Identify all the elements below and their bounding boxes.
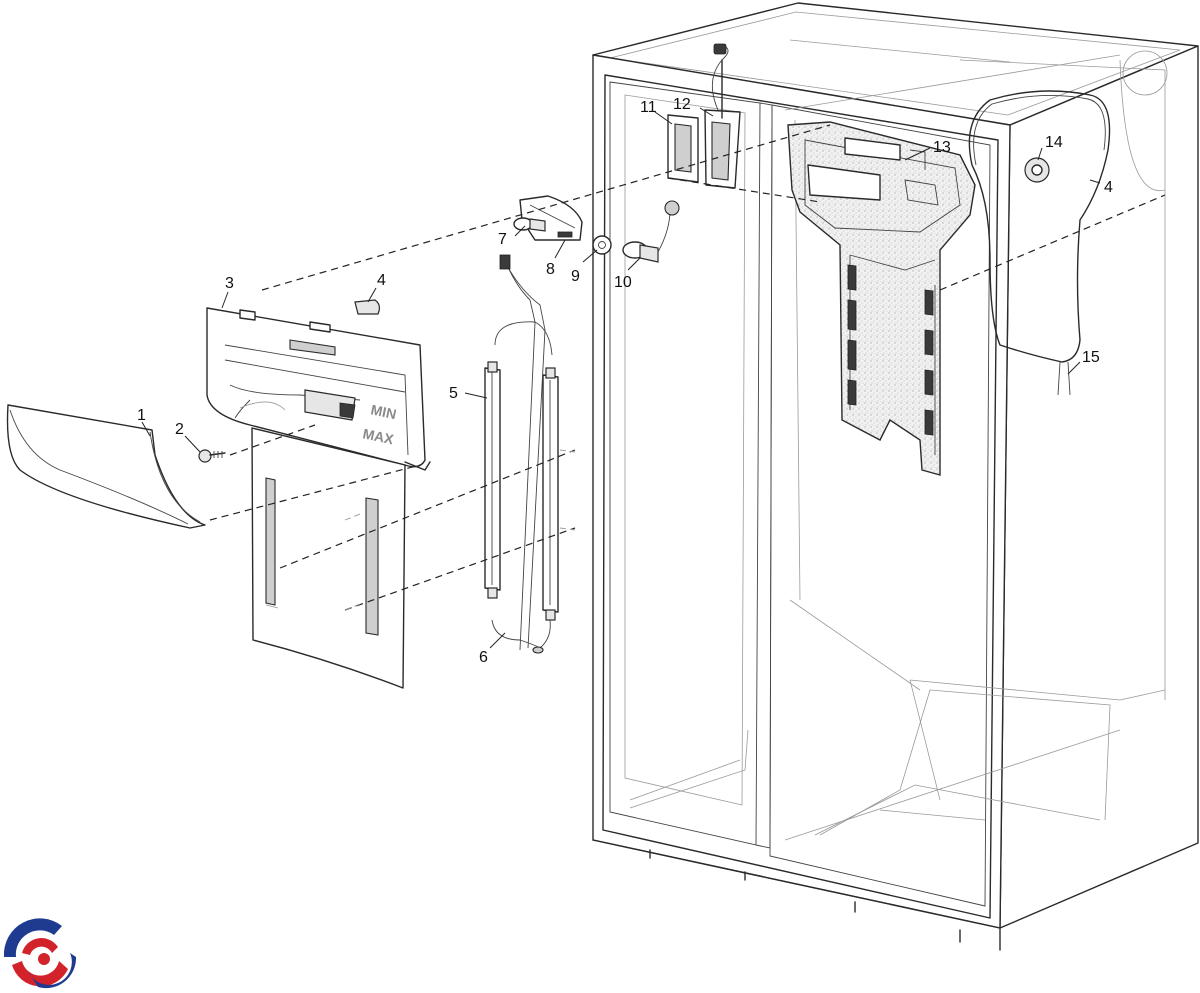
dispenser-back-panel xyxy=(251,427,406,689)
callout-9: 9 xyxy=(571,268,580,285)
callout-3: 3 xyxy=(225,275,234,292)
assembly-guide-lines xyxy=(209,124,1166,611)
callout-1: 1 xyxy=(137,407,146,424)
callout-11: 11 xyxy=(640,99,657,116)
part-1-drip-tray xyxy=(6,404,206,529)
callout-7: 7 xyxy=(498,231,507,248)
part-8-lamp-cover xyxy=(519,195,583,241)
part-11-vent-frame xyxy=(667,114,699,183)
callout-5: 5 xyxy=(449,385,458,402)
dispenser-min-label: MIN xyxy=(369,401,397,422)
part-3-dispenser-housing: MIN MAX xyxy=(206,307,431,471)
callout-4b: 4 xyxy=(1104,179,1113,196)
part-12-damper-control xyxy=(704,43,741,189)
part-14-grommet xyxy=(1024,157,1050,183)
callout-15: 15 xyxy=(1082,349,1100,366)
part-10-bulb-socket xyxy=(622,200,680,263)
callout-6: 6 xyxy=(479,649,488,666)
part-6-wire-harness xyxy=(491,254,553,654)
callout-labels: 1 2 3 4 5 6 7 8 9 10 11 12 13 14 4 15 xyxy=(137,96,1113,666)
brand-swirl-icon xyxy=(3,918,77,989)
part-2-screw xyxy=(198,449,226,463)
part-7-bulb xyxy=(513,217,546,232)
callout-10: 10 xyxy=(614,274,632,291)
part-13-air-duct-assembly xyxy=(787,121,976,476)
callout-leaders xyxy=(141,107,1101,649)
dispenser-max-label: MAX xyxy=(361,425,395,447)
callout-14: 14 xyxy=(1045,134,1063,151)
callout-13: 13 xyxy=(933,139,951,156)
part-9-ring xyxy=(592,235,612,255)
callout-4a: 4 xyxy=(377,272,386,289)
callout-12: 12 xyxy=(673,96,691,113)
part-5-heater-left xyxy=(484,361,501,599)
part-5-heater-right xyxy=(542,367,559,621)
part-4-clip xyxy=(354,299,381,315)
part-4-tube-right xyxy=(968,90,1111,396)
callout-2: 2 xyxy=(175,421,184,438)
callout-8: 8 xyxy=(546,261,555,278)
